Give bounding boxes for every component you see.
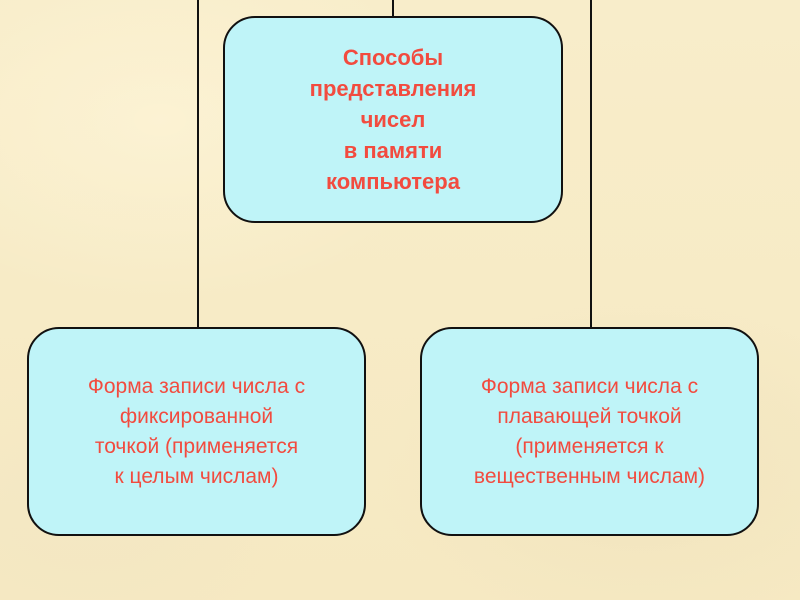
child-node-floating-point: Форма записи числа с плавающей точкой (п…: [420, 327, 759, 536]
root-node: Способы представления чисел в памяти ком…: [223, 16, 563, 223]
child-node-floating-point-label: Форма записи числа с плавающей точкой (п…: [473, 374, 706, 488]
child-node-fixed-point: Форма записи числа с фиксированной точко…: [27, 327, 366, 536]
root-node-label: Способы представления чисел в памяти ком…: [309, 45, 477, 194]
child-node-fixed-point-label: Форма записи числа с фиксированной точко…: [87, 374, 306, 488]
